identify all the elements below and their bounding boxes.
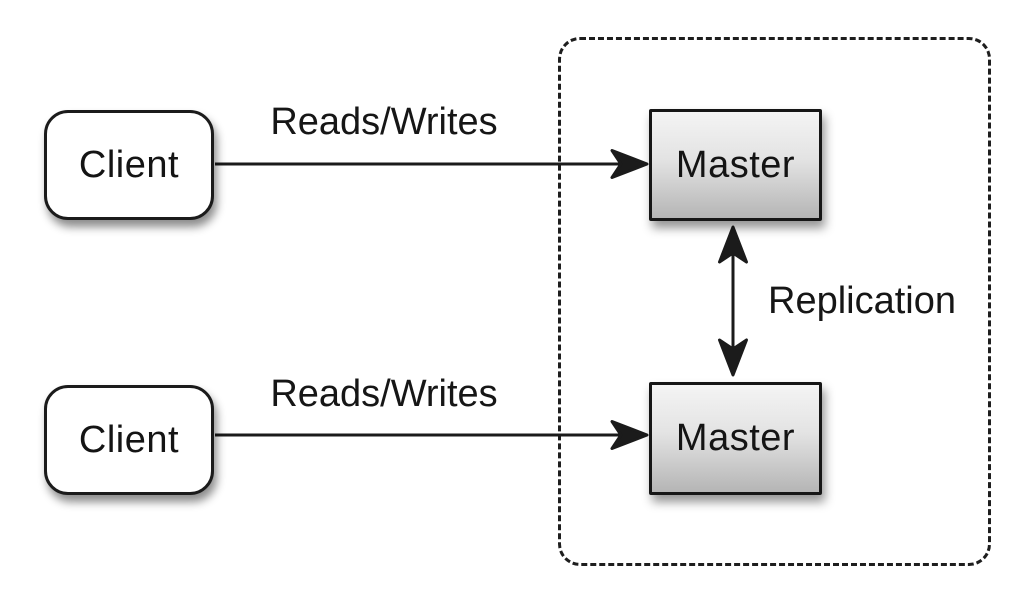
edge-label-reads-writes-top: Reads/Writes (270, 101, 498, 143)
node-master-top: Master (649, 109, 822, 221)
node-client-top-label: Client (78, 143, 180, 186)
masters-dashed-boundary (558, 37, 991, 566)
node-master-bottom-label: Master (675, 417, 796, 459)
edge-label-reads-writes-bottom: Reads/Writes (270, 373, 498, 415)
node-client-bottom: Client (44, 385, 214, 495)
node-master-bottom: Master (649, 382, 822, 495)
edge-label-replication: Replication (768, 280, 956, 322)
node-client-top: Client (44, 110, 214, 220)
node-master-top-label: Master (675, 143, 796, 186)
node-client-bottom-label: Client (78, 418, 180, 461)
